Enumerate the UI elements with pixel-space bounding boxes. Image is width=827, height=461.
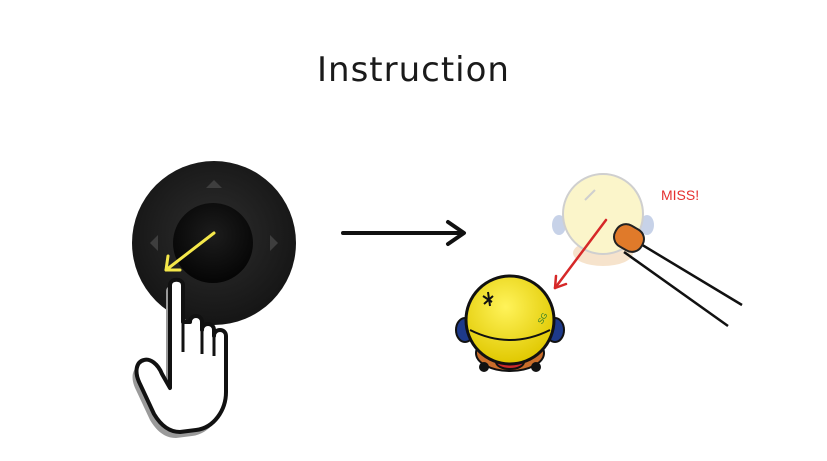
right-arrow-icon: [341, 220, 466, 246]
joystick-left-arrow-icon: [150, 235, 158, 251]
joystick-knob[interactable]: [173, 203, 253, 283]
joystick-up-arrow-icon: [206, 180, 222, 188]
swipe-arrow-icon: [164, 231, 216, 272]
dodge-arrow-icon: [553, 218, 608, 290]
pointing-hand-icon: [132, 277, 228, 438]
hard-hat-worker-icon[interactable]: SG: [455, 274, 565, 372]
joystick-right-arrow-icon: [270, 235, 278, 251]
faded-worker-icon: [552, 173, 654, 266]
page-title: Instruction: [317, 50, 510, 90]
miss-label: MISS!: [661, 187, 699, 203]
hammer-icon: [613, 223, 743, 328]
joystick-icon[interactable]: [132, 161, 296, 325]
